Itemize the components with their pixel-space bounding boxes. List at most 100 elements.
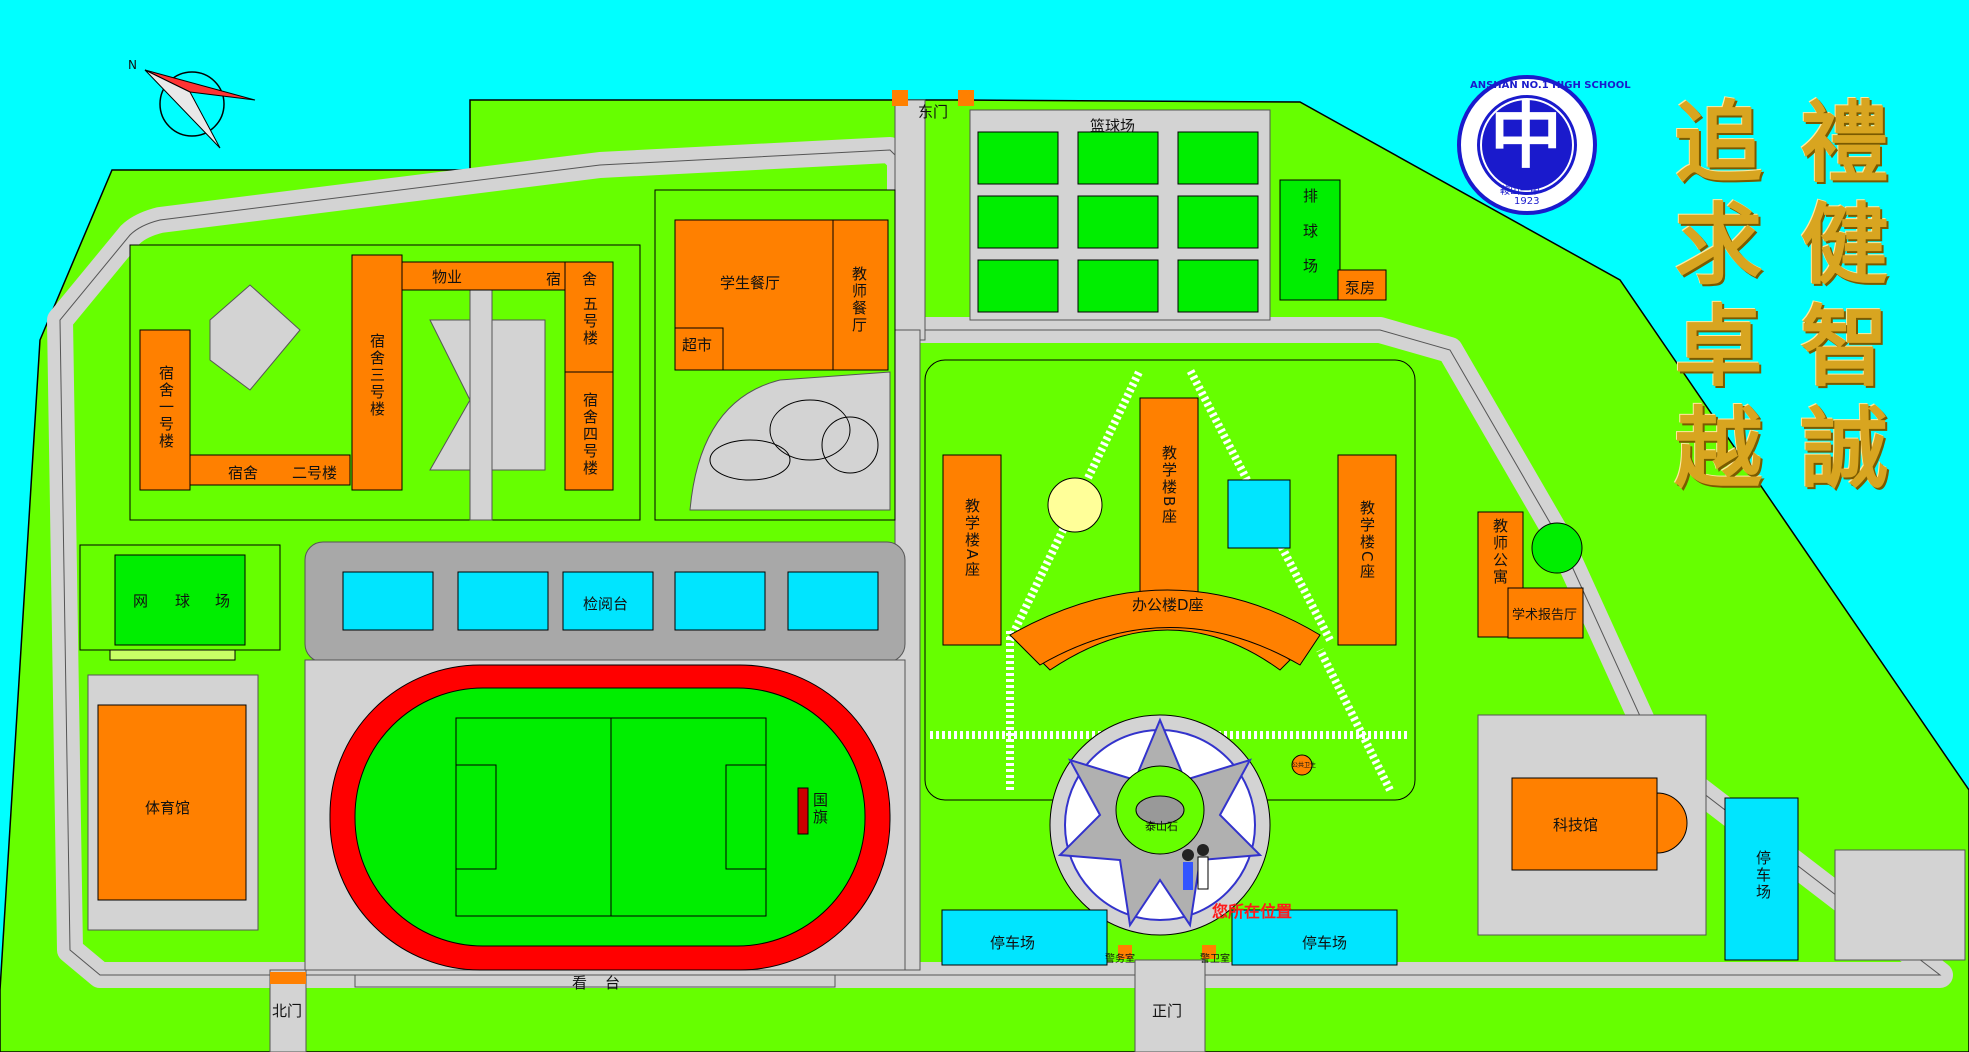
main-gate-label: 正门 <box>1152 1002 1183 1020</box>
teaching-a <box>942 454 1002 646</box>
teaching-c-label: 教学楼C座 <box>1358 500 1376 581</box>
bleachers <box>342 571 879 631</box>
basketball-court <box>977 195 1059 249</box>
tennis-label-1: 网 <box>133 592 149 610</box>
school-logo <box>1457 75 1597 215</box>
supermarket <box>674 327 724 371</box>
bleacher <box>562 571 654 631</box>
east-gate-label: 东门 <box>918 103 949 121</box>
teaching-b <box>1139 397 1199 619</box>
east-gate-post-left <box>892 90 908 106</box>
dorm-2-label-a: 宿舍 <box>228 464 259 482</box>
basketball-court <box>1177 131 1259 185</box>
decor-ellipse <box>821 416 879 474</box>
east-road <box>894 99 926 341</box>
parking-far-right <box>1834 849 1966 961</box>
parking-right-label: 停车场 <box>1754 850 1772 901</box>
basketball-court <box>1177 195 1259 249</box>
review-stand-label: 检阅台 <box>583 595 629 613</box>
taishan-stone-label: 泰山石 <box>1145 820 1178 833</box>
logo-year: 1923 <box>1514 196 1540 207</box>
teaching-c <box>1337 454 1397 646</box>
national-flag <box>797 787 809 835</box>
stand-label: 看台 <box>572 974 639 992</box>
round-garden <box>1047 477 1103 533</box>
logo-bottom-text: 鞍山一中 <box>1500 186 1540 197</box>
motto-left: 追求卓越 <box>1660 96 1764 504</box>
fountain-pool <box>1227 479 1291 549</box>
compass-north-arrow <box>144 69 256 149</box>
supermarket-label: 超市 <box>682 336 713 354</box>
teaching-a-label: 教学楼A座 <box>963 498 981 579</box>
guard-right-label: 警卫室 <box>1200 954 1230 965</box>
guard-left-label: 警务室 <box>1105 954 1135 965</box>
dorm-walk <box>469 289 493 521</box>
north-gate-post <box>270 972 306 984</box>
dorm-courtyard-shape <box>209 284 301 391</box>
dorm-3 <box>351 254 403 491</box>
parking-left-label: 停车场 <box>990 934 1036 952</box>
dorm-4 <box>564 371 614 491</box>
east-gate-post-right <box>958 90 974 106</box>
north-gate-label: 北门 <box>272 1002 303 1020</box>
bleacher <box>342 571 434 631</box>
round-court <box>1531 522 1583 574</box>
dorm-4-label: 宿舍四号楼 <box>581 392 599 477</box>
main-gate-road <box>1134 959 1206 1052</box>
teacher-canteen <box>832 219 889 371</box>
taishan-stone <box>1135 795 1185 825</box>
penalty-right <box>725 764 767 870</box>
volleyball-court <box>1279 179 1341 301</box>
pump-room <box>1337 269 1387 301</box>
science-label: 科技馆 <box>1553 816 1599 834</box>
teaching-b-label: 教学楼B座 <box>1160 445 1178 526</box>
you-are-here-label: 您所在位置 <box>1212 902 1293 921</box>
basketball-courts <box>977 131 1259 313</box>
parking-right-lot <box>1724 797 1799 961</box>
dorm-2-label-b: 二号楼 <box>292 464 338 482</box>
student-canteen-label: 学生餐厅 <box>720 274 781 292</box>
decor-ellipse <box>769 399 851 461</box>
parking-lot-mid <box>1231 909 1398 966</box>
bleacher <box>787 571 879 631</box>
science-museum <box>1511 777 1658 871</box>
tennis-strip <box>109 649 236 661</box>
gym <box>97 704 247 901</box>
teacher-canteen-label: 教师餐厅 <box>850 266 868 334</box>
logo-center-glyph: 中 <box>1490 94 1563 178</box>
lecture-hall <box>1507 587 1584 639</box>
tennis-label-3: 场 <box>215 592 231 610</box>
dorm-1 <box>139 329 191 491</box>
guard-room-right <box>1202 945 1216 959</box>
dorm-5-label-c: 五号楼 <box>581 296 599 347</box>
basketball-court <box>977 131 1059 185</box>
dorm-2 <box>189 454 351 486</box>
small-tag-label: 公共卫生 <box>1292 762 1317 769</box>
flag-label: 国旗 <box>811 792 829 826</box>
canteen-plaza <box>689 371 891 511</box>
lecture-hall-label: 学术报告厅 <box>1512 608 1578 623</box>
science-dome <box>1656 792 1688 854</box>
bleacher <box>674 571 766 631</box>
basketball-court <box>1077 131 1159 185</box>
office-d-arc <box>1009 589 1321 666</box>
guard-room-left <box>1118 945 1132 959</box>
dorm-3-label: 宿舍三号楼 <box>368 333 386 418</box>
tennis-court <box>114 554 246 646</box>
football-field <box>354 687 866 947</box>
office-d-label: 办公楼D座 <box>1132 596 1204 614</box>
small-round-tag <box>1291 754 1313 776</box>
basketball-label: 篮球场 <box>1090 117 1136 135</box>
dorm-1-label: 宿舍一号楼 <box>157 365 175 450</box>
tennis-label-2: 球 <box>175 592 191 610</box>
property-label: 物业 <box>432 268 463 286</box>
stand-strip <box>354 974 836 988</box>
basketball-court <box>977 259 1059 313</box>
volleyball-label: 排球场 <box>1301 188 1319 293</box>
dorm-5-label-b: 舍 <box>582 270 598 288</box>
bleacher <box>457 571 549 631</box>
penalty-left <box>455 764 497 870</box>
people-icon <box>1182 844 1209 890</box>
basketball-court <box>1077 195 1159 249</box>
